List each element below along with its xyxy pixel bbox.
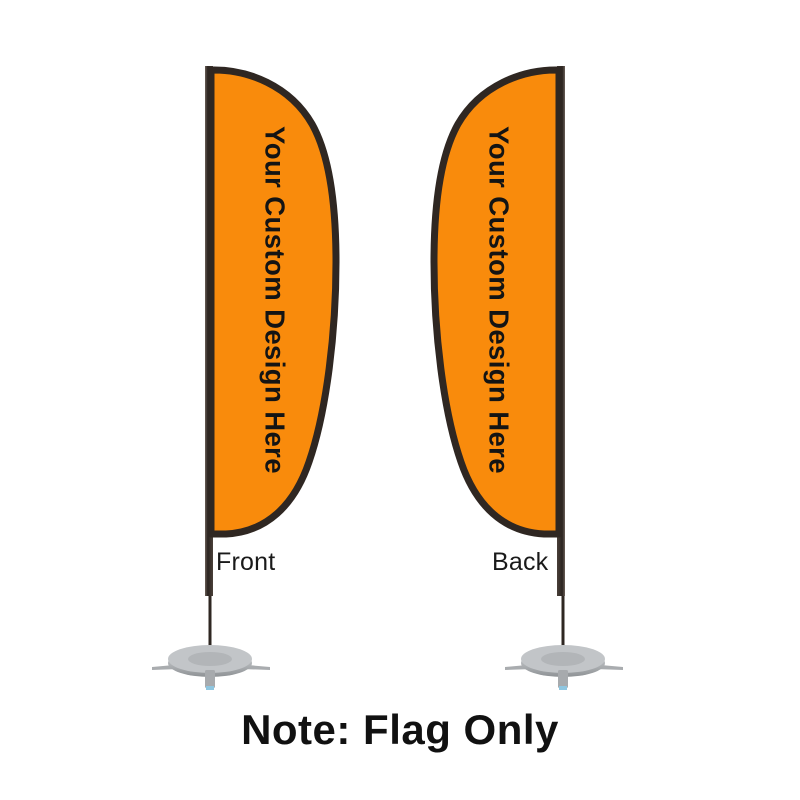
base-disc-inner-front — [188, 652, 232, 666]
base-stem-back — [558, 670, 568, 688]
pole-lower-back — [561, 592, 565, 672]
flag-only-note: Note: Flag Only — [241, 706, 559, 753]
pole-lower-front — [208, 592, 212, 672]
flag-fabric-front — [207, 66, 340, 538]
base-foot-back — [559, 686, 567, 690]
flag-side-label-front: Front — [216, 548, 276, 576]
flag-side-label-back: Back — [492, 548, 549, 576]
flag-design-text-front: Your Custom Design Here — [260, 126, 291, 474]
flag-text-front: Your Custom Design Here — [260, 126, 291, 474]
flag-design-text-back: Your Custom Design Here — [484, 126, 515, 474]
base-stem-front — [205, 670, 215, 688]
base-foot-front — [206, 686, 214, 690]
flag-text-back: Your Custom Design Here — [484, 126, 515, 474]
flag-fabric-back — [430, 66, 563, 538]
base-disc-inner-back — [541, 652, 585, 666]
